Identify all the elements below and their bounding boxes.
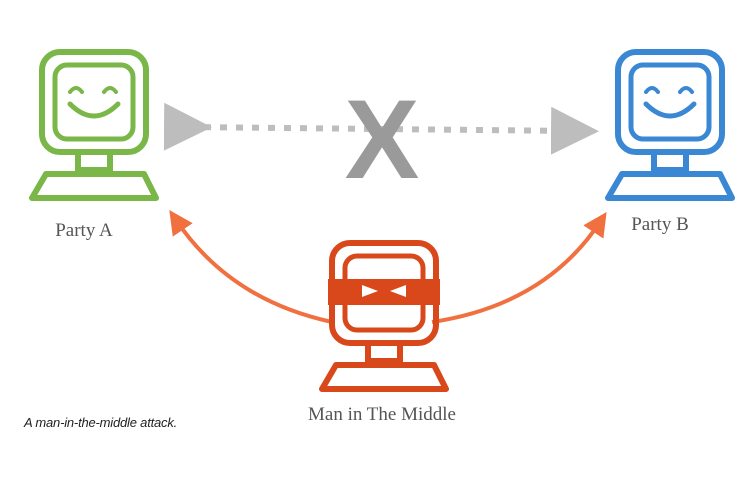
party-b-label: Party B: [631, 214, 689, 235]
party-b-computer-icon: [605, 49, 735, 201]
intercept-arrow-to-party-a: [169, 210, 333, 324]
figure-caption: A man-in-the-middle attack.: [24, 415, 178, 430]
angry-eye-right: [390, 285, 406, 297]
mitm-label: Man in The Middle: [308, 404, 456, 425]
party-a-label: Party A: [55, 220, 113, 241]
party-a-computer-icon: [29, 49, 159, 201]
mask-band: [328, 279, 440, 305]
angry-eye-left: [362, 285, 378, 297]
dotted-arrow: [163, 102, 599, 155]
intercept-arrow-to-party-b: [431, 211, 607, 324]
blocked-connection: X: [163, 77, 599, 202]
intercept-connections: [169, 210, 607, 324]
blocked-x-icon: X: [345, 77, 420, 202]
mitm-computer-icon: [319, 240, 449, 392]
